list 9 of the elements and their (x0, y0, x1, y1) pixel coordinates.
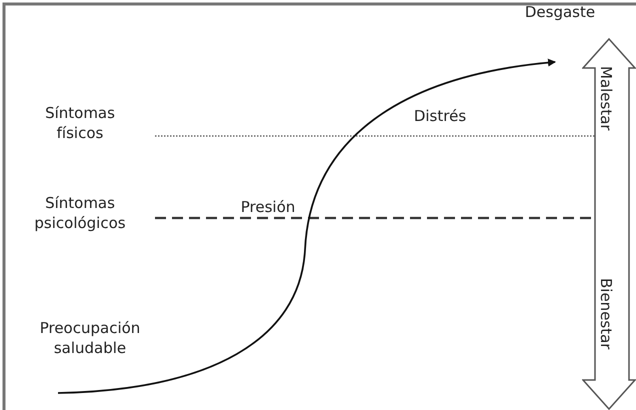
double-arrow (582, 38, 636, 410)
axis-label: Desgaste (524, 2, 596, 22)
scale-label: Malestar (597, 66, 615, 131)
scale-label: Bienestar (597, 278, 615, 350)
axis-label: Síntomas psicológicos (33, 193, 127, 233)
axis-label: Presión (240, 197, 296, 217)
axis-label: Distrés (412, 106, 468, 126)
axis-label: Síntomas físicos (44, 103, 116, 143)
axis-label: Preocupación saludable (38, 318, 142, 358)
